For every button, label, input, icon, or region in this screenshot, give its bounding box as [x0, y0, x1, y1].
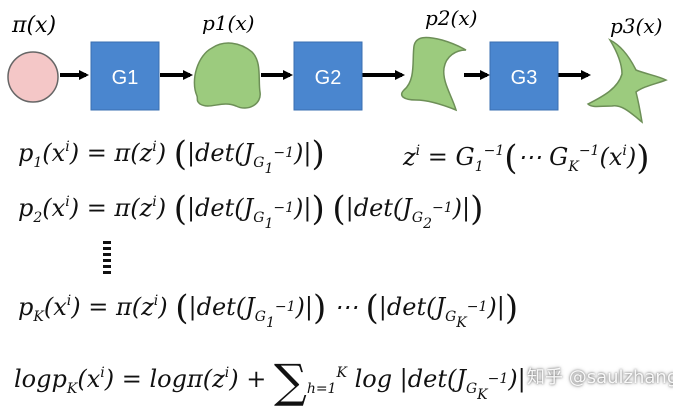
prior-label: π(x)	[11, 13, 56, 38]
p2-shape	[400, 36, 467, 112]
equation-z: zi = G1−1(⋯ GK−1(xi))	[403, 138, 650, 178]
vertical-ellipsis	[103, 241, 111, 275]
prior-distribution-circle	[7, 51, 59, 103]
g3-label: G3	[511, 67, 538, 89]
g3-block	[489, 41, 559, 111]
equation-pK: pK(xi) = π(zi) (|det(JG1−1)|) ⋯ (|det(JG…	[18, 288, 519, 331]
p1-shape	[193, 42, 261, 109]
p3-shape	[586, 38, 668, 124]
equation-p2: p2(xi) = π(zi) (|det(JG1−1)|) (|det(JG2−…	[18, 189, 484, 232]
p2-label: p2(x)	[425, 6, 477, 30]
flow-diagram: π(x) G1 G2 G3 p1(x) p2(x) p3(x)	[7, 6, 668, 124]
p1-label: p1(x)	[202, 11, 254, 35]
g2-label: G2	[315, 67, 342, 89]
equation-log: logpK(xi) = logπ(zi) + ∑h=1K log |det(JG…	[14, 354, 526, 408]
p3-label: p3(x)	[610, 14, 662, 38]
g1-label: G1	[112, 67, 139, 89]
watermark: 知乎 @saulzhang	[527, 367, 673, 388]
equation-p1: p1(xi) = π(zi) (|det(JG1−1)|)	[18, 134, 325, 177]
g1-block	[90, 41, 160, 111]
g2-block	[293, 41, 363, 111]
